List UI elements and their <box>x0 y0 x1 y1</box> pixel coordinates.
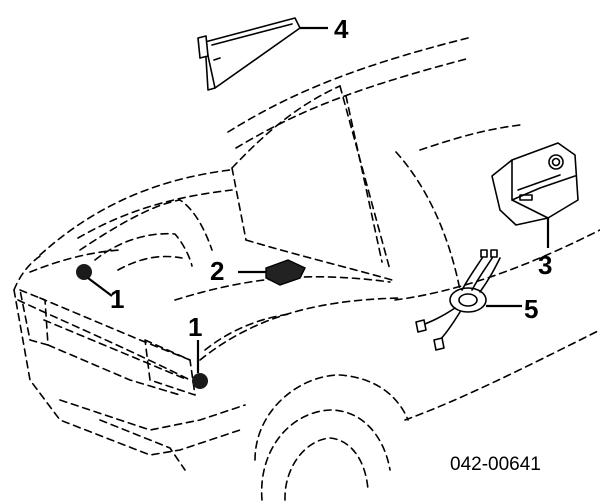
center-airbag-sensor <box>265 259 306 286</box>
car-roof-line <box>227 37 469 133</box>
callout-4: 4 <box>334 14 349 44</box>
right-wheel-inner <box>284 437 369 501</box>
car-roof-inner <box>235 57 471 149</box>
left-fender-inner <box>79 199 213 251</box>
callout-3: 3 <box>538 250 552 280</box>
hood-line <box>77 189 233 239</box>
front-corner <box>13 254 43 291</box>
callout-1-right: 1 <box>188 312 202 342</box>
leader-line-1-left <box>87 277 113 297</box>
side-window-line <box>419 124 521 151</box>
callout-5: 5 <box>524 294 538 324</box>
windshield-bottom <box>245 239 393 281</box>
hood-edge <box>29 249 121 273</box>
windshield-inner <box>345 95 383 263</box>
front-sensor-right <box>192 373 208 389</box>
windshield-right <box>339 85 391 271</box>
figure-reference: 042-00641 <box>450 454 541 475</box>
front-valance <box>99 419 186 471</box>
front-sensor-left <box>76 264 92 280</box>
right-fender-top <box>199 297 401 361</box>
callout-1-left: 1 <box>110 284 124 314</box>
windshield-top <box>231 85 341 169</box>
car-outline <box>13 37 600 501</box>
grille-mid <box>43 319 189 381</box>
headlight-left <box>19 289 49 346</box>
body-side-upper <box>394 229 600 301</box>
left-strut-tower <box>94 232 193 267</box>
srs-unit-connector <box>548 154 564 170</box>
left-apron <box>117 255 183 271</box>
front-lower <box>59 399 246 431</box>
hood-front <box>39 169 231 256</box>
spiral-cable <box>415 249 501 351</box>
a-pillar <box>395 151 461 291</box>
windshield-left <box>231 167 247 241</box>
callout-2: 2 <box>210 256 224 286</box>
grille-bottom <box>47 344 181 396</box>
front-bumper <box>13 289 241 456</box>
body-side <box>404 329 600 421</box>
passenger-airbag-module <box>197 17 301 91</box>
srs-unit <box>491 142 579 226</box>
right-wheel-outer <box>260 409 391 501</box>
right-fender-inner <box>204 313 291 351</box>
right-wheel-arch <box>254 374 409 461</box>
headlight-right <box>144 339 196 396</box>
bumper-top <box>17 299 191 381</box>
